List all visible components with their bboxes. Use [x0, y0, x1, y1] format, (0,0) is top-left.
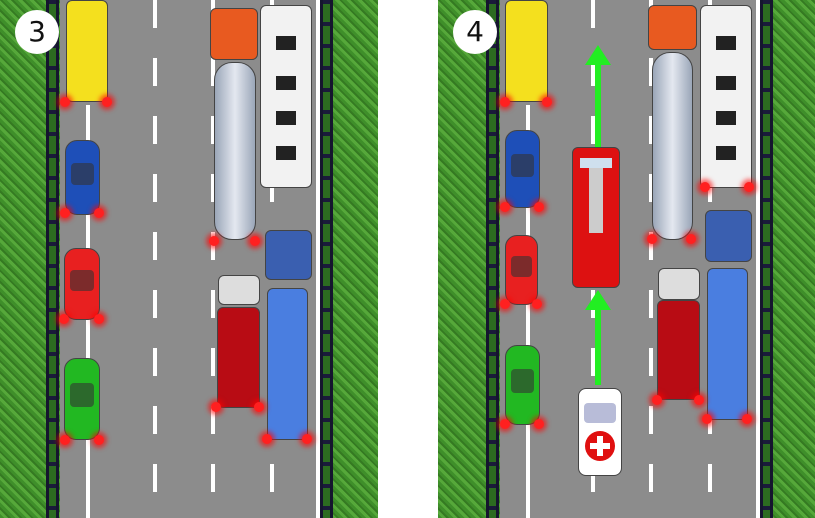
scene-panel-4: 4: [438, 0, 815, 518]
path-arrow-shaft: [595, 305, 601, 385]
blue-car: [505, 130, 540, 208]
red-car: [505, 235, 538, 305]
orange-truck-cab: [210, 8, 258, 60]
step-badge: 4: [453, 10, 497, 54]
fire-truck: [572, 147, 620, 288]
red-truck-cab: [218, 275, 260, 305]
blue-truck-cab: [705, 210, 752, 262]
white-bus: [700, 5, 752, 188]
lane-dash: [153, 0, 157, 518]
path-arrow-shaft: [595, 62, 601, 148]
edge-line: [316, 0, 320, 518]
red-car: [64, 248, 100, 320]
left-fence: [46, 0, 59, 518]
right-fence: [760, 0, 773, 518]
blue-car: [65, 140, 100, 215]
red-truck-trailer: [657, 300, 700, 400]
red-truck-cab: [658, 268, 700, 300]
tanker-trailer: [214, 62, 256, 240]
tanker-trailer: [652, 52, 693, 240]
green-car: [64, 358, 100, 440]
yellow-van: [66, 0, 108, 102]
blue-truck-trailer: [267, 288, 308, 440]
right-fence: [320, 0, 333, 518]
white-bus: [260, 5, 312, 188]
shoulder-line: [526, 105, 530, 518]
red-truck-trailer: [217, 307, 260, 408]
blue-truck-cab: [265, 230, 312, 280]
orange-truck-cab: [648, 5, 697, 50]
blue-truck-trailer: [707, 268, 748, 420]
lane-dash: [649, 0, 653, 518]
lane-dash: [211, 0, 215, 518]
scene-panel-3: 3: [0, 0, 378, 518]
green-car: [505, 345, 540, 425]
arrow-head-icon: [585, 45, 611, 65]
yellow-van: [505, 0, 548, 102]
step-badge: 3: [15, 10, 59, 54]
edge-line: [756, 0, 760, 518]
left-fence: [486, 0, 499, 518]
arrow-head-icon: [585, 290, 611, 310]
ambulance: [578, 388, 622, 476]
